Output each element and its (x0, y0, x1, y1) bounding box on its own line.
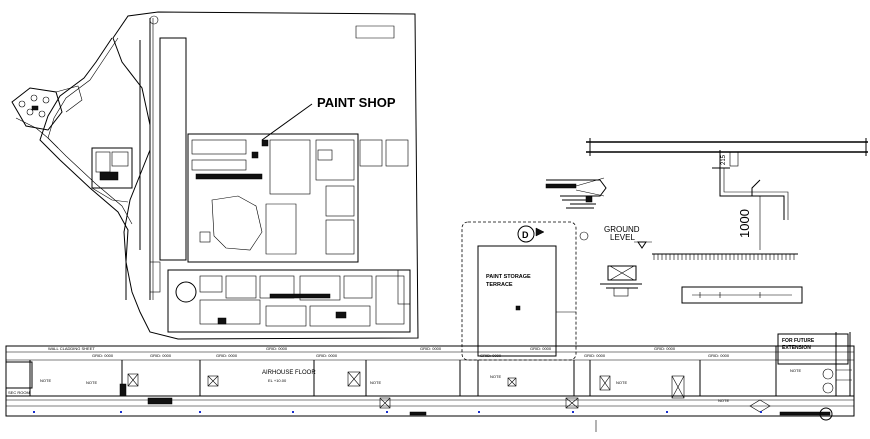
paint-shop-callout: PAINT SHOP (261, 95, 396, 141)
note-19: NOTE (718, 398, 729, 403)
note-15: NOTE (370, 380, 381, 385)
utility-building (91, 147, 133, 203)
note-8: GRID: 0000 (480, 353, 502, 358)
dim-1000-label: 1000 (737, 209, 752, 238)
marker-d: D (522, 230, 529, 240)
paint-storage-terrace: PAINT STORAGE TERRACE D (461, 221, 589, 361)
main-shop-block (187, 133, 409, 263)
note-4: GRID: 0000 (216, 353, 238, 358)
note-1: WALL CLADDING SHEET (48, 346, 95, 351)
note-5: GRID: 0000 (266, 346, 288, 351)
site-plan: PAINT SHOP (11, 11, 419, 340)
note-3: GRID: 0000 (150, 353, 172, 358)
scale-bar (681, 286, 803, 304)
extension-label: EXTENSION (782, 345, 811, 351)
note-16: NOTE (490, 374, 501, 379)
rail-tracks (139, 15, 187, 300)
note-9: GRID: 0000 (530, 346, 552, 351)
note-13: NOTE (40, 378, 51, 383)
note-18: NOTE (790, 368, 801, 373)
level-label: LEVEL (610, 233, 635, 242)
ground-label: GROUND (604, 225, 640, 234)
note-14: NOTE (86, 380, 97, 385)
lower-utility-block (167, 269, 411, 333)
note-11: GRID: 0000 (654, 346, 676, 351)
note-7: GRID: 0000 (420, 346, 442, 351)
paint-storage-label: PAINT STORAGE (486, 274, 531, 280)
note-6: GRID: 0000 (316, 353, 338, 358)
note-12: GRID: 0000 (708, 353, 730, 358)
gate-house (11, 85, 83, 149)
ground-level-marker: GROUND LEVEL (604, 225, 652, 249)
paint-shop-label: PAINT SHOP (317, 95, 396, 110)
note-2: GRID: 0000 (92, 353, 114, 358)
room-label-1: SEC ROOM (8, 390, 30, 395)
floor-plan-strip: SEC ROOM FOR FUTURE EXTENSION (5, 332, 855, 421)
airhouse-floor-label: AIRHOUSE FLOOR (262, 370, 316, 376)
terrace-label: TERRACE (486, 282, 513, 288)
valve-detail (600, 265, 642, 297)
access-road (39, 37, 129, 300)
dim-label-small: 215 (721, 154, 727, 165)
grid-markers (33, 411, 762, 413)
note-17: NOTE (616, 380, 627, 385)
pipe-support-detail (545, 177, 607, 209)
airhouse-sub-label: EL +10.00 (268, 378, 287, 383)
note-10: GRID: 0000 (584, 353, 606, 358)
site-boundary (112, 11, 419, 340)
future-label: FOR FUTURE (782, 338, 815, 344)
section-detail: 215 1000 GROUND LEVEL (545, 138, 868, 304)
